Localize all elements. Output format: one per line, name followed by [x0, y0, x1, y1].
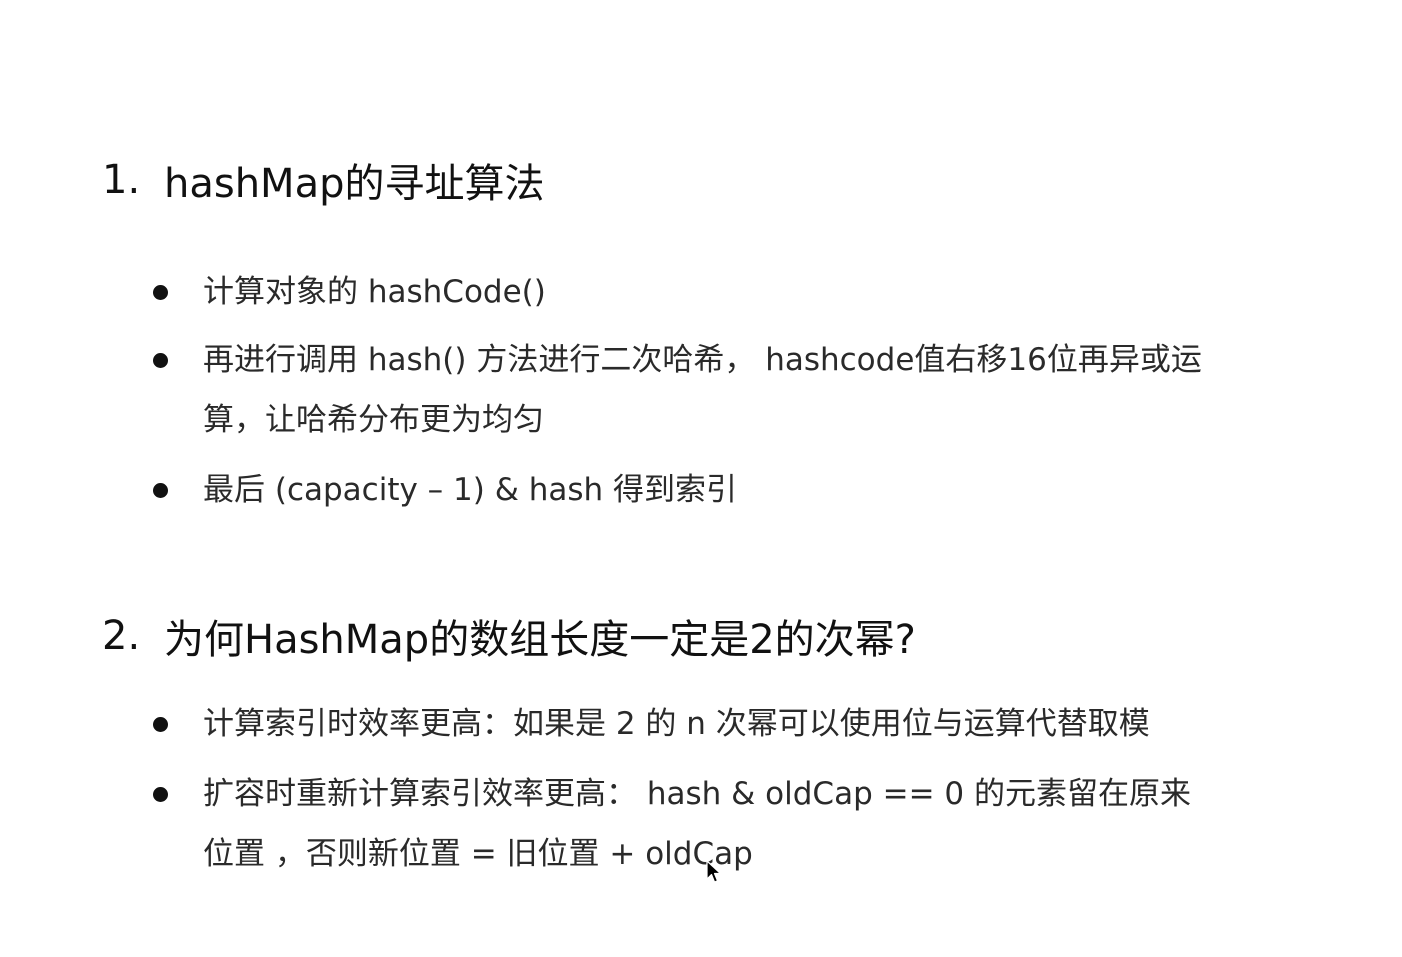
section-number: 2. — [102, 613, 141, 659]
bullet-dot-icon — [153, 285, 168, 300]
section-title: 为何HashMap的数组长度一定是2的次幂? — [164, 617, 916, 663]
list-item-text: 最后 (capacity – 1) & hash 得到索引 — [203, 472, 738, 508]
bullet-dot-icon — [153, 717, 168, 732]
bullet-dot-icon — [153, 787, 168, 802]
list-item-text: 计算对象的 hashCode() — [203, 274, 546, 310]
mouse-pointer-icon — [706, 860, 722, 883]
bullet-dot-icon — [153, 353, 168, 368]
list-item-text: 再进行调用 hash() 方法进行二次哈希， hashcode值右移16位再异或… — [203, 342, 1202, 378]
list-item-text: 计算索引时效率更高：如果是 2 的 n 次幂可以使用位与运算代替取模 — [203, 706, 1150, 742]
section-heading: 2. 为何HashMap的数组长度一定是2的次幂? — [102, 606, 916, 666]
bullet-dot-icon — [153, 483, 168, 498]
section-heading: 1. hashMap的寻址算法 — [102, 150, 544, 210]
list-item-text: 扩容时重新计算索引效率更高： hash & oldCap == 0 的元素留在原… — [203, 776, 1191, 812]
section-number: 1. — [102, 157, 141, 203]
list-item-text-continued: 算，让哈希分布更为均匀 — [203, 402, 544, 438]
section-title: hashMap的寻址算法 — [164, 161, 545, 207]
list-item-text-continued: 位置 ，否则新位置 = 旧位置 + oldCap — [203, 836, 753, 872]
